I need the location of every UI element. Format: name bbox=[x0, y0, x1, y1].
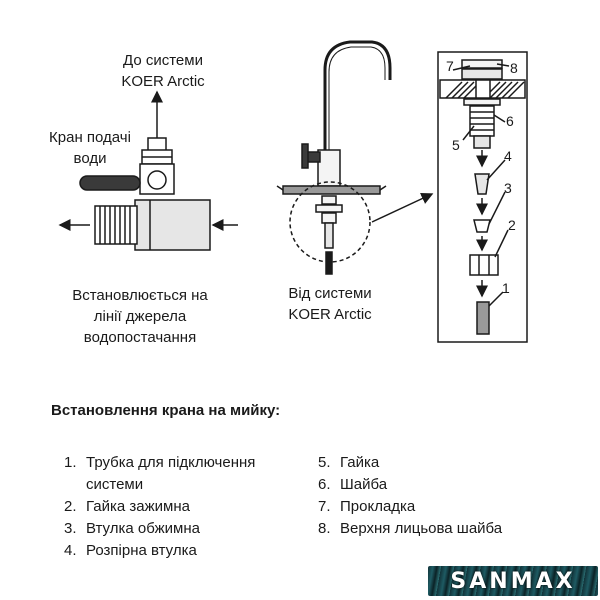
callout-7: 7 bbox=[446, 58, 454, 74]
label-supply-valve: Кран подачі води bbox=[49, 129, 131, 167]
part-8-washer bbox=[461, 59, 503, 69]
part-7-gasket bbox=[461, 68, 503, 80]
parts-list-left: 1.Трубка для підключення системи 2.Гайка… bbox=[64, 452, 284, 562]
section-title: Встановлення крана на мийку: bbox=[51, 402, 281, 419]
callout-6: 6 bbox=[506, 113, 514, 129]
zoom-circle bbox=[289, 181, 371, 263]
list-item: 7.Прокладка bbox=[318, 498, 416, 515]
callout-4: 4 bbox=[504, 148, 512, 164]
label-from-system: Від системи KOER Arctic bbox=[288, 285, 372, 323]
arrow-to-detail bbox=[371, 193, 434, 223]
callout-2: 2 bbox=[508, 217, 516, 233]
label-installed-on-line: Встановлюється на лінії джерела водопост… bbox=[72, 287, 208, 346]
parts-list-right: 5.Гайка 6.Шайба 7.Прокладка 8.Верхня лиц… bbox=[318, 452, 518, 540]
part-3-ferrule bbox=[473, 219, 491, 233]
tee-body bbox=[134, 199, 211, 251]
countertop-section bbox=[439, 79, 526, 99]
part-6-washer bbox=[463, 98, 501, 106]
supply-tube bbox=[325, 251, 333, 275]
part-4-sleeve bbox=[474, 173, 490, 195]
callout-1: 1 bbox=[502, 280, 510, 296]
list-item: 4.Розпірна втулка bbox=[64, 542, 197, 559]
callout-8: 8 bbox=[510, 60, 518, 76]
faucet-assembly bbox=[276, 40, 434, 275]
list-item: 6.Шайба bbox=[318, 476, 388, 493]
exploded-detail bbox=[437, 51, 528, 343]
valve-handle bbox=[79, 175, 141, 191]
part-1-tube bbox=[476, 301, 490, 335]
list-item: 3.Втулка обжимна bbox=[64, 520, 200, 537]
part-5-nut bbox=[469, 105, 495, 137]
part-2-nut bbox=[469, 254, 499, 276]
corrugated-hose bbox=[94, 205, 138, 245]
label-to-system: До системи KOER Arctic bbox=[121, 52, 205, 90]
supply-valve-assembly bbox=[58, 90, 238, 251]
callout-3: 3 bbox=[504, 180, 512, 196]
list-item: 5.Гайка bbox=[318, 454, 380, 471]
brand-text: SANMAX bbox=[450, 568, 576, 594]
installation-diagram bbox=[58, 40, 528, 343]
callout-5: 5 bbox=[452, 137, 460, 153]
list-item: 8.Верхня лицьова шайба bbox=[318, 520, 503, 537]
list-item: 2.Гайка зажимна bbox=[64, 498, 190, 515]
list-item: 1.Трубка для підключення системи bbox=[64, 454, 256, 493]
detail-frame bbox=[437, 51, 528, 343]
brand-logo: SANMAX bbox=[428, 566, 598, 596]
countertop bbox=[282, 185, 381, 195]
